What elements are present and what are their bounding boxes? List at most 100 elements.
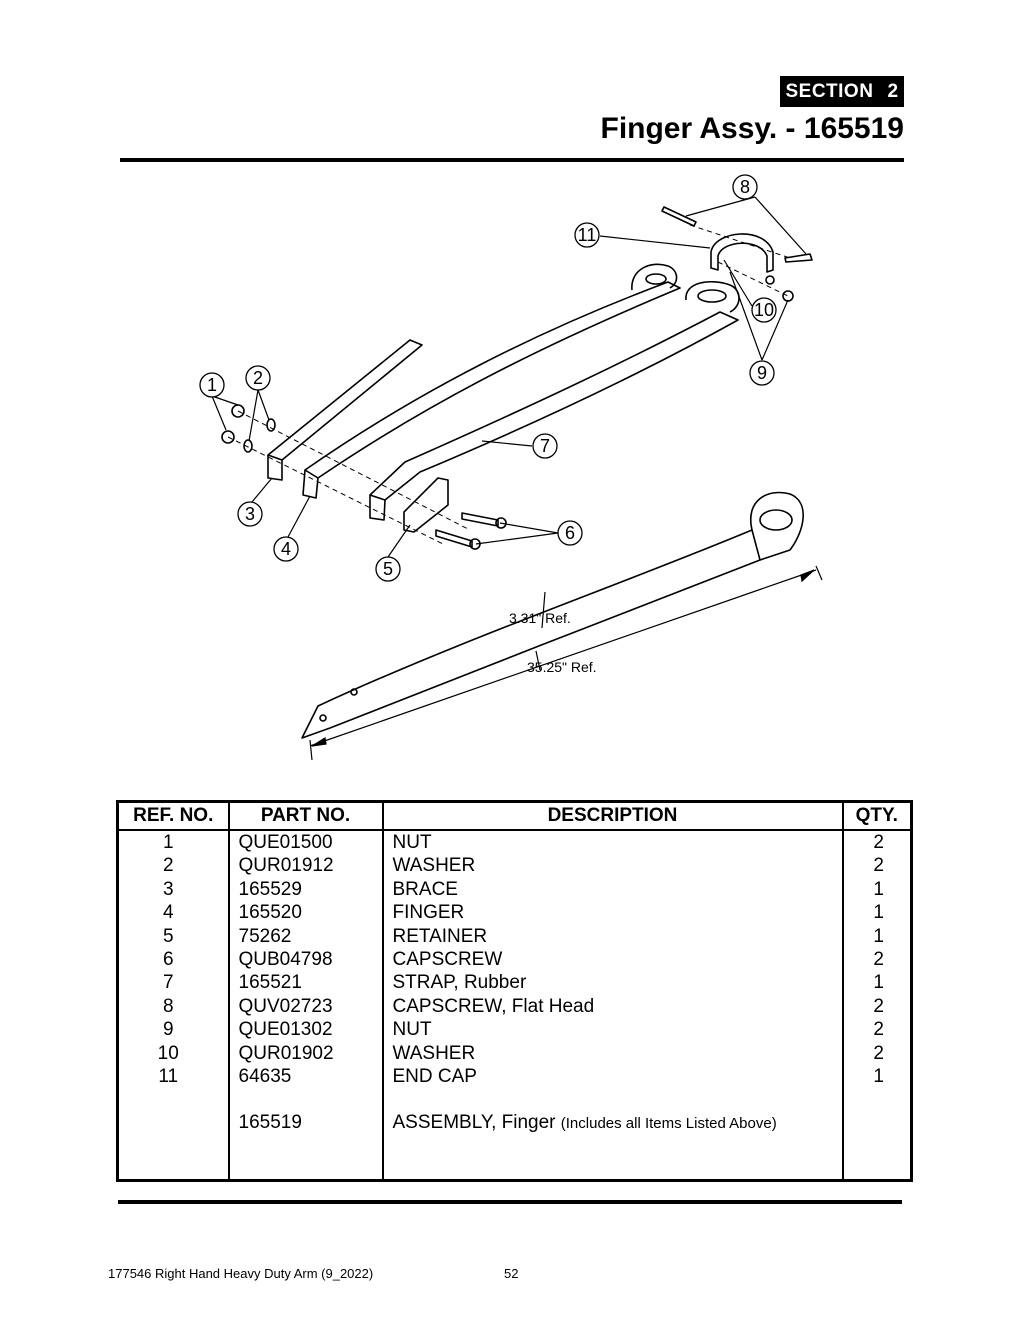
ref-no-cell: 2	[162, 855, 174, 877]
part-no-cell: QUE01500	[238, 832, 333, 853]
assembly-note: (Includes all Items Listed Above)	[560, 1115, 777, 1133]
flat-head-capscrew-part	[661, 206, 697, 227]
length-dimension-label: 35.25" Ref.	[527, 659, 597, 675]
callout-6-label: 6	[565, 523, 575, 543]
callout-1-label: 1	[207, 375, 217, 395]
header-rule	[120, 158, 904, 162]
qty-cell: 1	[873, 972, 884, 994]
callout-8-label: 8	[740, 177, 750, 197]
end-cap-part	[710, 233, 774, 273]
ref-no-column: 1 2 3 4 5 6 7 8 9 10 11	[118, 830, 229, 1181]
capscrew-part	[461, 512, 499, 527]
section-badge: SECTION 2	[780, 76, 904, 107]
ref-no-cell: 9	[162, 1019, 174, 1041]
ref-no-cell: 5	[162, 925, 174, 947]
part-no-cell: 165529	[238, 878, 302, 900]
ref-no-cell: 1	[162, 832, 174, 853]
callout-11-label: 11	[578, 225, 597, 245]
qty-cell: 2	[873, 949, 884, 971]
qty-cell: 1	[873, 1066, 884, 1088]
strap-end	[369, 495, 386, 521]
callout-10: 10	[751, 297, 777, 323]
part-no-column: QUE01500 QUR01912 165529 165520 75262 QU…	[227, 830, 383, 1181]
description-cell: NUT	[392, 1019, 432, 1041]
callout-11: 11	[574, 222, 600, 248]
ref-no-cell: 10	[157, 1042, 179, 1064]
nut-part	[782, 290, 794, 302]
description-cell: CAPSCREW	[392, 949, 503, 971]
parts-table: REF. NO. PART NO. DESCRIPTION QTY. 1 2 3…	[116, 800, 913, 1182]
qty-cell: 1	[873, 878, 884, 900]
part-no-cell: QUV02723	[238, 995, 333, 1017]
callout-2-label: 2	[253, 368, 263, 388]
ref-no-cell: 4	[162, 902, 174, 924]
leader-lines	[211, 196, 807, 558]
assembly-part-no: 165519	[238, 1112, 302, 1134]
callout-8: 8	[732, 174, 758, 200]
section-number: 2	[887, 80, 899, 102]
qty-cell: 2	[873, 855, 884, 877]
callout-1: 1	[199, 372, 225, 398]
description-column: NUT WASHER BRACE FINGER RETAINER CAPSCRE…	[381, 830, 843, 1181]
ref-no-cell: 7	[162, 972, 174, 994]
brace-end	[267, 455, 283, 481]
footer-document-title: 177546 Right Hand Heavy Duty Arm (9_2022…	[108, 1266, 374, 1281]
assembled-loop	[749, 491, 804, 561]
finger-loop	[631, 263, 678, 291]
assembled-finger	[301, 529, 761, 739]
description-header: DESCRIPTION	[381, 801, 843, 831]
part-no-cell: QUB04798	[238, 949, 333, 971]
ref-no-header: REF. NO.	[117, 801, 229, 831]
callout-6: 6	[557, 520, 583, 546]
callout-10-label: 10	[754, 300, 774, 320]
capscrew-part	[435, 529, 473, 548]
exploded-parts-diagram: 3.31" Ref. 35.25" Ref. 1 2 3 4 5 6 7 8 9…	[199, 174, 823, 761]
ref-no-cell: 11	[158, 1066, 179, 1088]
width-dimension-label: 3.31" Ref.	[509, 610, 571, 626]
page-title: Finger Assy. - 165519	[600, 112, 905, 145]
description-cell: WASHER	[392, 855, 476, 877]
parts-table-header: REF. NO. PART NO. DESCRIPTION QTY.	[117, 801, 912, 831]
assembly-description: ASSEMBLY, Finger (Includes all Items Lis…	[384, 1111, 842, 1135]
part-no-cell: QUR01902	[238, 1042, 334, 1064]
washer-part	[243, 439, 253, 453]
washer-part	[765, 275, 775, 285]
description-cell: WASHER	[392, 1042, 476, 1064]
parts-table-body: 1 2 3 4 5 6 7 8 9 10 11 QUE01500 QUR0191…	[118, 830, 912, 1181]
callout-3-label: 3	[245, 504, 255, 524]
description-cell: RETAINER	[392, 925, 488, 947]
callout-5-label: 5	[383, 559, 393, 579]
nut-part	[221, 430, 235, 444]
callout-7: 7	[532, 433, 558, 459]
retainer-part	[403, 477, 449, 533]
part-no-cell: QUR01912	[238, 855, 334, 877]
qty-cell: 1	[873, 925, 884, 947]
part-no-cell: QUE01302	[238, 1019, 333, 1041]
part-no-cell: 165520	[238, 902, 302, 924]
qty-cell: 2	[873, 1019, 884, 1041]
callout-9: 9	[749, 360, 775, 386]
description-cell: NUT	[392, 832, 432, 853]
part-no-cell: 75262	[238, 925, 292, 947]
assembly-description-text: ASSEMBLY, Finger	[392, 1112, 556, 1134]
callout-9-label: 9	[757, 363, 767, 383]
qty-cell: 1	[873, 902, 884, 924]
flat-head-capscrew-part	[784, 253, 813, 263]
callout-7-label: 7	[540, 436, 550, 456]
part-no-header: PART NO.	[227, 801, 383, 831]
description-cell: FINGER	[392, 902, 465, 924]
ref-no-cell: 8	[162, 995, 174, 1017]
section-label: SECTION	[785, 80, 874, 102]
callout-2: 2	[245, 365, 271, 391]
strap-part	[369, 311, 739, 501]
qty-header: QTY.	[841, 801, 912, 831]
qty-cell: 2	[873, 1042, 884, 1064]
washer-part	[266, 418, 276, 432]
description-cell: CAPSCREW, Flat Head	[392, 995, 595, 1017]
description-cell: STRAP, Rubber	[392, 972, 527, 994]
ref-no-cell: 3	[162, 878, 174, 900]
callout-3: 3	[237, 501, 263, 527]
qty-cell: 2	[873, 995, 884, 1017]
finger-part	[304, 281, 681, 479]
callouts: 1 2 3 4 5 6 7 8 9 10 11	[199, 174, 777, 582]
